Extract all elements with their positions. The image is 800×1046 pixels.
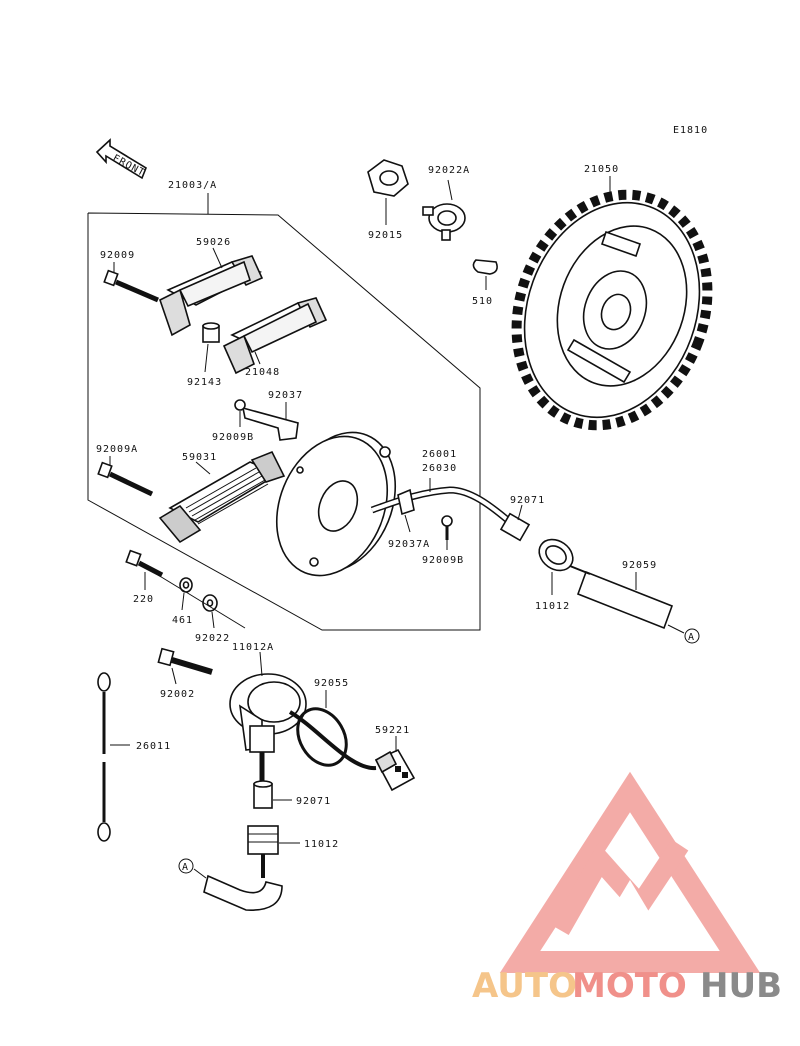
wire-harness-26001 <box>370 486 513 525</box>
label-92009: 92009 <box>100 250 135 261</box>
washer-92022 <box>202 594 218 612</box>
label-92143: 92143 <box>187 377 222 388</box>
ref-circle-A-right: A <box>684 628 700 644</box>
screw-92009B-top <box>234 399 246 411</box>
label-21003A: 21003/A <box>168 180 217 191</box>
label-26011: 26011 <box>136 741 171 752</box>
stator-plate <box>275 431 397 577</box>
watermark-auto: AUTO <box>472 966 577 1006</box>
grommet-92071-top <box>499 512 531 542</box>
label-461: 461 <box>172 615 193 626</box>
label-92071-bottom: 92071 <box>296 796 331 807</box>
label-26030: 26030 <box>422 463 457 474</box>
label-92009B-bottom: 92009B <box>422 555 464 566</box>
bolt-92009 <box>103 269 159 303</box>
label-21048: 21048 <box>245 367 280 378</box>
label-220: 220 <box>133 594 154 605</box>
pickup-coil-11012A <box>229 673 307 790</box>
flywheel-21050 <box>511 189 713 431</box>
label-11012A: 11012A <box>232 642 274 653</box>
label-92059: 92059 <box>622 560 657 571</box>
label-92009B-top: 92009B <box>212 432 254 443</box>
label-92002: 92002 <box>160 689 195 700</box>
bolt-92002 <box>157 647 213 675</box>
lock-washer-92022A <box>422 203 466 241</box>
wire-to-connector <box>288 710 377 771</box>
screw-92009B-bottom <box>441 515 453 540</box>
bolt-220 <box>125 549 164 578</box>
label-92022A: 92022A <box>428 165 470 176</box>
label-92037A: 92037A <box>388 539 430 550</box>
ref-circle-A-bottom-label: A <box>182 862 189 873</box>
label-92037: 92037 <box>268 390 303 401</box>
assembly-outline <box>87 212 481 631</box>
grommet-92071-bottom <box>253 780 273 809</box>
woodruff-key-510 <box>472 259 498 275</box>
label-11012-top: 11012 <box>535 601 570 612</box>
label-59031: 59031 <box>182 452 217 463</box>
regulator-59031 <box>158 450 286 544</box>
label-92071-top: 92071 <box>510 495 545 506</box>
label-92022: 92022 <box>195 633 230 644</box>
label-26001: 26001 <box>422 449 457 460</box>
connector-59221 <box>374 748 416 792</box>
rectifier-59026 <box>159 255 264 337</box>
label-92009A: 92009A <box>96 444 138 455</box>
label-59221: 59221 <box>375 725 410 736</box>
watermark-wordmark: AUTO MOTO HUB <box>472 966 782 1006</box>
ground-lead-26011 <box>97 672 111 842</box>
rectifier-21048 <box>222 297 328 375</box>
label-59026: 59026 <box>196 237 231 248</box>
label-92015: 92015 <box>368 230 403 241</box>
o-ring-92055 <box>296 707 348 767</box>
tube-bend-bottom <box>203 874 283 911</box>
front-arrow-icon: FRONT <box>95 138 147 180</box>
collar-92143 <box>202 322 220 343</box>
ref-circle-A-right-label: A <box>688 632 695 643</box>
bolt-92009A <box>97 461 154 497</box>
grommet-11012-top <box>538 538 574 572</box>
watermark-logo <box>499 771 761 973</box>
nut-92015 <box>367 159 409 197</box>
watermark-moto: MOTO <box>572 966 687 1006</box>
label-21050: 21050 <box>584 164 619 175</box>
clamp-92037 <box>241 406 299 441</box>
label-92055: 92055 <box>314 678 349 689</box>
ref-circle-A-bottom: A <box>178 858 194 874</box>
watermark-hub: HUB <box>700 966 782 1006</box>
diagram-code: E1810 <box>673 125 708 136</box>
grommet-11012-bottom <box>247 825 279 878</box>
label-11012-bottom: 11012 <box>304 839 339 850</box>
label-510: 510 <box>472 296 493 307</box>
tube-92059 <box>569 565 674 630</box>
